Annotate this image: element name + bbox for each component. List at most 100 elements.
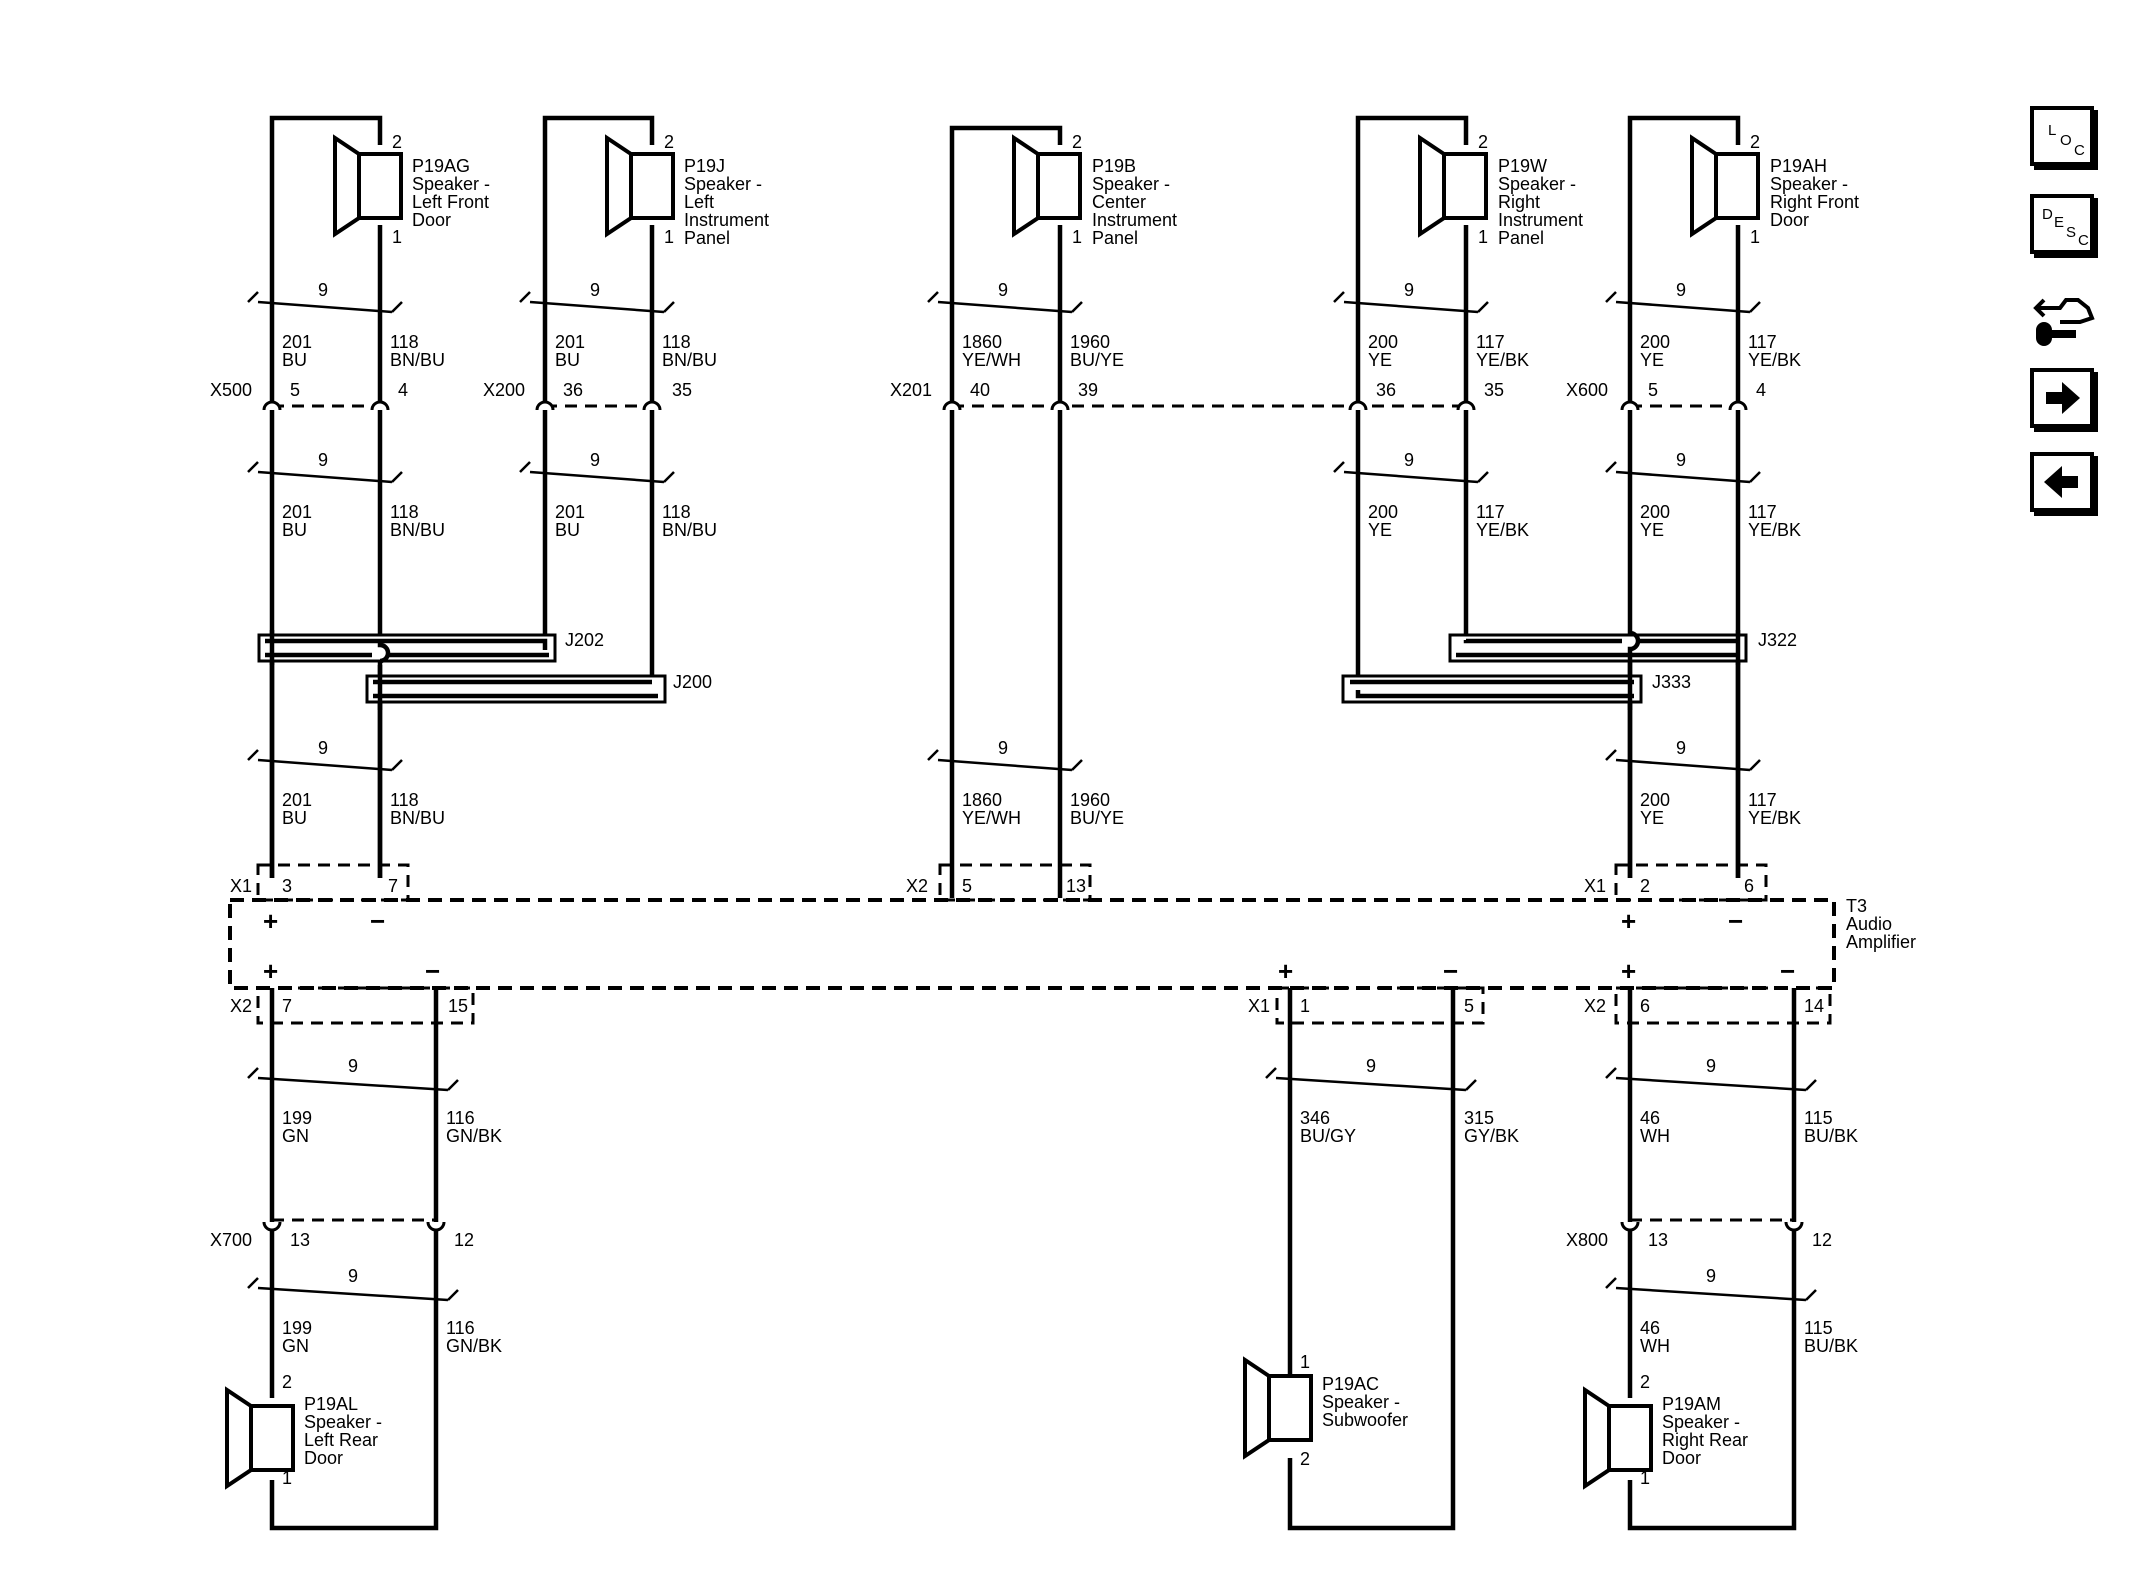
diagram-label: 5 — [1648, 380, 1658, 400]
location-button[interactable]: L O C — [2030, 106, 2094, 166]
next-page-button[interactable] — [2030, 368, 2094, 428]
diagram-label: X201 — [890, 380, 932, 400]
diagram-label: + — [1278, 956, 1293, 986]
diagram-label: Panel — [1498, 228, 1544, 248]
diagram-label: YE/BK — [1476, 520, 1529, 540]
diagram-label: − — [1443, 956, 1458, 986]
diagram-label: X1 — [230, 876, 252, 896]
diagram-label: 117 — [1476, 502, 1505, 522]
diagram-label: 118 — [390, 502, 419, 522]
diagram-label: + — [263, 956, 278, 986]
inline-connectors-bottom: X700 13 12 X800 13 12 — [210, 1218, 1832, 1250]
diagram-label: 115 — [1804, 1318, 1833, 1338]
diagram-label: YE/BK — [1748, 808, 1801, 828]
diagram-label: BN/BU — [390, 520, 445, 540]
diagram-label: 201 — [555, 502, 585, 522]
diagram-label: − — [1780, 956, 1795, 986]
prev-page-button[interactable] — [2030, 452, 2094, 512]
circuit-subwoofer: 1 2 P19AC Speaker - Subwoofer — [1243, 988, 1456, 1531]
diagram-label: P19W — [1498, 156, 1547, 176]
pin-2: 2 — [392, 132, 402, 152]
diagram-label: Speaker - — [1322, 1392, 1400, 1412]
diagram-label: 9 — [1706, 1266, 1716, 1286]
diagram-label: 1860 — [962, 790, 1002, 810]
diagram-label: Center — [1092, 192, 1146, 212]
connector-tool-icon[interactable] — [2030, 278, 2100, 348]
arrow-right-icon — [2046, 382, 2080, 414]
diagram-label: YE — [1368, 350, 1392, 370]
diagram-label: 4 — [1756, 380, 1766, 400]
diagram-label: 46 — [1640, 1318, 1660, 1338]
diagram-label: Panel — [684, 228, 730, 248]
diagram-label: 346 — [1300, 1108, 1330, 1128]
diagram-label: Right Rear — [1662, 1430, 1748, 1450]
diagram-label: 9 — [1676, 450, 1686, 470]
diagram-label: 2 — [1640, 876, 1650, 896]
diagram-label: 7 — [388, 876, 398, 896]
diagram-label: 36 — [1376, 380, 1396, 400]
diagram-label: BU — [282, 808, 307, 828]
diagram-label: 1 — [1300, 1352, 1310, 1372]
diagram-label: 40 — [970, 380, 990, 400]
diagram-label: 13 — [290, 1230, 310, 1250]
diagram-label: BU/YE — [1070, 808, 1124, 828]
diagram-label: 2 — [1300, 1449, 1310, 1469]
diagram-label: + — [1621, 906, 1636, 936]
diagram-label: X500 — [210, 380, 252, 400]
diagram-label: P19AC — [1322, 1374, 1379, 1394]
diagram-label: 117 — [1748, 332, 1777, 352]
diagram-label: P19B — [1092, 156, 1136, 176]
diagram-label: Speaker - — [304, 1412, 382, 1432]
diagram-label: 9 — [998, 280, 1008, 300]
diagram-label: Instrument — [684, 210, 769, 230]
diagram-label: Door — [304, 1448, 343, 1468]
diagram-label: X2 — [906, 876, 928, 896]
twist-markers-top: 9 9 9 9 9 — [247, 280, 1761, 314]
diagram-label: X600 — [1566, 380, 1608, 400]
diagram-label: + — [263, 906, 278, 936]
diagram-label: GN — [282, 1336, 309, 1356]
diagram-label: 2 — [1478, 132, 1488, 152]
diagram-label: 15 — [448, 996, 468, 1016]
diagram-label: 117 — [1748, 502, 1777, 522]
diagram-label: 2 — [1072, 132, 1082, 152]
diagram-label: 14 — [1804, 996, 1824, 1016]
inline-connectors-top: X500 5 4 X200 36 35 X201 40 39 36 35 X60… — [210, 380, 1766, 411]
diagram-label: 201 — [282, 790, 312, 810]
diagram-label: 1 — [1750, 227, 1760, 247]
diagram-label: 6 — [1640, 996, 1650, 1016]
diagram-label: + — [1621, 956, 1636, 986]
audio-amplifier: X1 3 7 X2 5 13 X1 2 6 + − + − T3 Audio A… — [228, 863, 1916, 1025]
diagram-label: BN/BU — [662, 520, 717, 540]
diagram-label: Left Front — [412, 192, 489, 212]
diagram-label: 9 — [318, 450, 328, 470]
diagram-label: GN — [282, 1126, 309, 1146]
diagram-label: Panel — [1092, 228, 1138, 248]
description-button[interactable]: D E S C — [2030, 194, 2094, 254]
diagram-label: 9 — [590, 280, 600, 300]
diagram-label: 117 — [1748, 790, 1777, 810]
diagram-label: Audio — [1846, 914, 1892, 934]
diagram-label: 9 — [1676, 738, 1686, 758]
diagram-label: BU/YE — [1070, 350, 1124, 370]
diagram-label: Left Rear — [304, 1430, 378, 1450]
diagram-label: Speaker - — [684, 174, 762, 194]
twist-markers-low: 9 9 9 — [247, 738, 1761, 772]
diagram-label: 1 — [664, 227, 674, 247]
diagram-label: 9 — [1404, 450, 1414, 470]
diagram-label: 1860 — [962, 332, 1002, 352]
diagram-label: 117 — [1476, 332, 1505, 352]
circuit-left-ip: 2 1 P19J Speaker - Left Instrument Panel — [542, 115, 769, 695]
diagram-label: 9 — [318, 738, 328, 758]
diagram-label: 1 — [1072, 227, 1082, 247]
diagram-label: 200 — [1368, 502, 1398, 522]
diagram-label: 1960 — [1070, 790, 1110, 810]
diagram-label: T3 — [1846, 896, 1867, 916]
diagram-label: BU — [555, 520, 580, 540]
diagram-label: P19J — [684, 156, 725, 176]
diagram-label: 9 — [318, 280, 328, 300]
diagram-label: 9 — [1676, 280, 1686, 300]
diagram-label: YE — [1640, 808, 1664, 828]
